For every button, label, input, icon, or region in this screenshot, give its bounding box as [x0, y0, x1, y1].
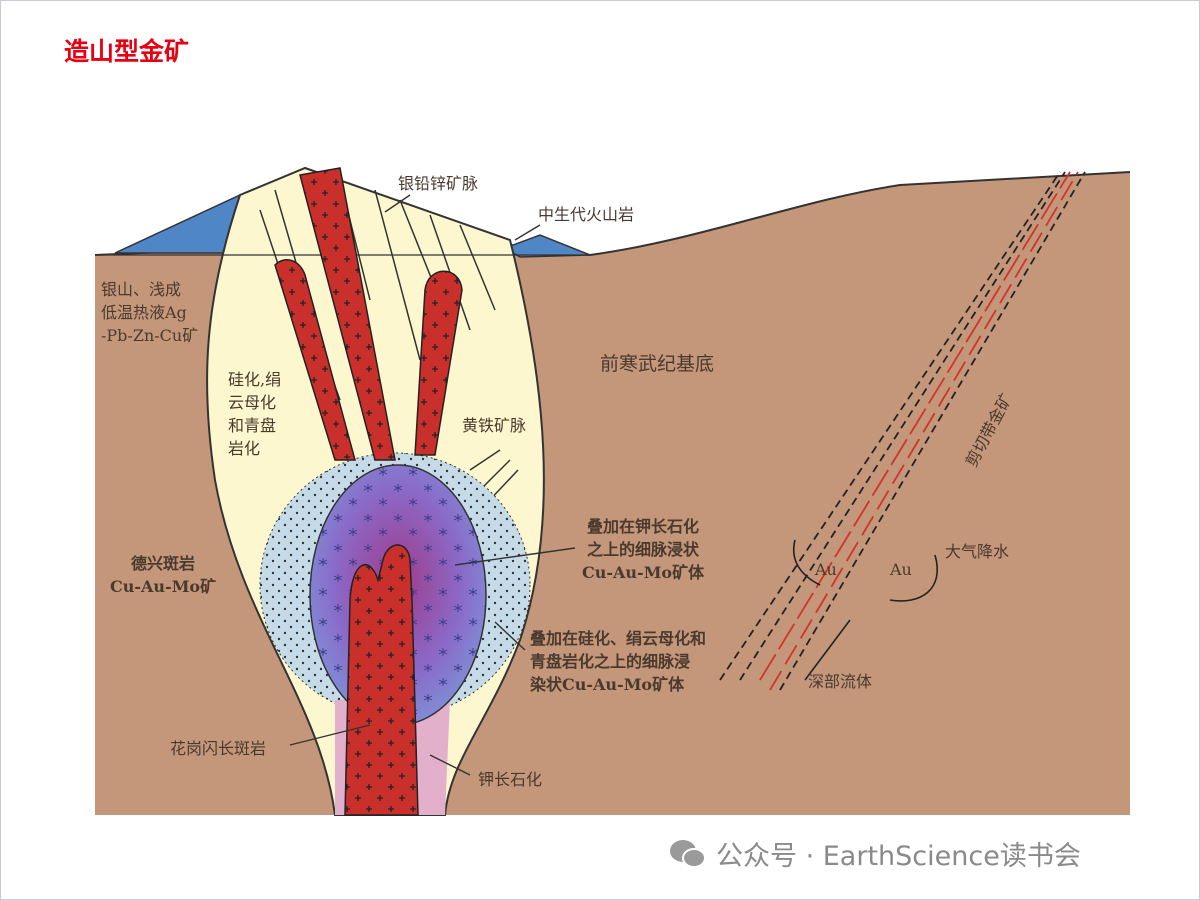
label-volcanic: 中生代火山岩	[538, 205, 635, 224]
label-dexing: 德兴斑岩 Cu-Au-Mo矿	[110, 554, 217, 596]
slide-title: 造山型金矿	[64, 37, 190, 66]
leader-lines	[289, 194, 576, 776]
label-alteration: 硅化,绢 云母化 和青盘 岩化	[228, 370, 282, 458]
label-au-2: Au	[890, 560, 912, 579]
label-k-feldspar: 钾长石化	[478, 770, 543, 789]
label-silver-mountain: 银山、浅成 低温热液Ag -Pb-Zn-Cu矿	[101, 280, 199, 345]
label-deep-fluid: 深部流体	[808, 672, 873, 691]
label-ag-vein: 银铅锌矿脉	[398, 174, 479, 193]
label-granodiorite: 花岗闪长斑岩	[170, 739, 267, 758]
label-au-1: Au	[815, 560, 837, 579]
label-pyrite: 黄铁矿脉	[462, 416, 527, 435]
shear-zone	[719, 171, 1086, 691]
flow-arrows	[793, 539, 938, 681]
volcanic-rock-left	[114, 193, 242, 254]
label-meteoric-water: 大气降水	[945, 542, 1010, 561]
wechat-icon	[670, 839, 706, 868]
watermark: 公众号 · EarthScience读书会	[668, 834, 1081, 873]
watermark-text: 公众号 · EarthScience读书会	[716, 841, 1081, 872]
label-ore-body-1: 叠加在钾长石化 之上的细脉浸状 Cu-Au-Mo矿体	[582, 517, 705, 582]
label-basement: 前寒武纪基底	[600, 353, 715, 375]
label-ore-body-2: 叠加在硅化、绢云母化和 青盘岩化之上的细脉浸 染状Cu-Au-Mo矿体	[530, 629, 707, 694]
